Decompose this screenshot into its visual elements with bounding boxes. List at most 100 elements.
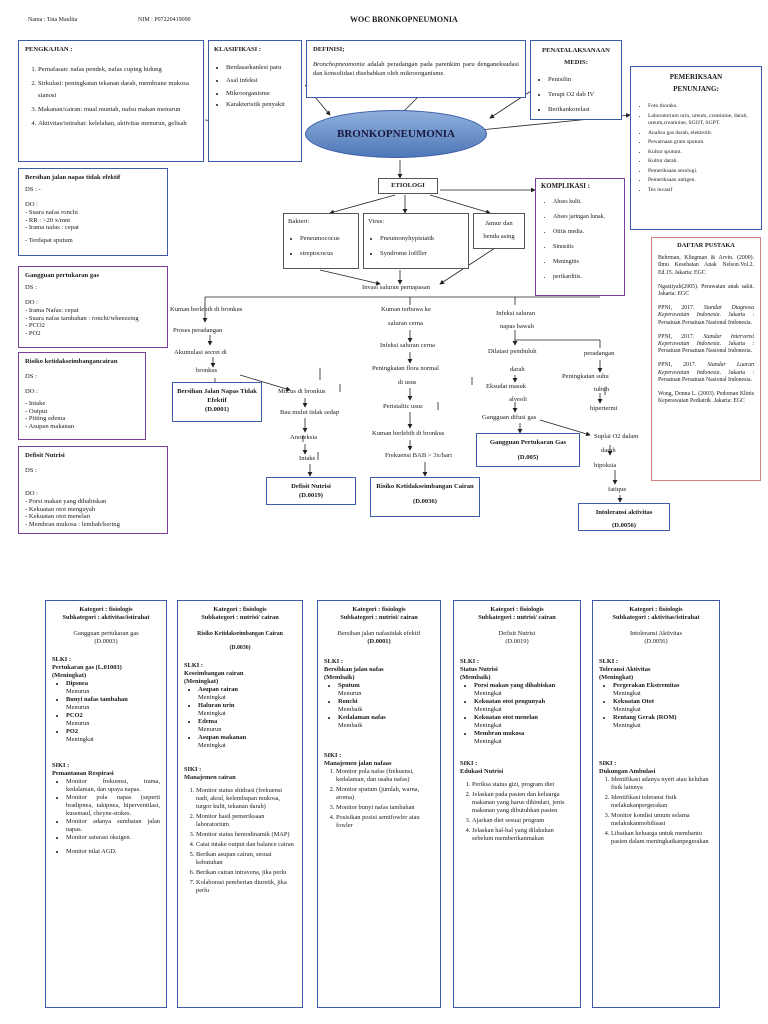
- klasifikasi-item: Asal infeksi: [226, 75, 296, 86]
- flow-step: Frekuensi BAB > 3x/hari: [385, 452, 452, 459]
- do-item: Kekuatan otot menguyah: [25, 506, 161, 514]
- bakteri-box: Bakteri: Peneumococus streptococus: [283, 213, 359, 269]
- pengkajian-item: Sirkulasi: peningkatan tekanan darah, me…: [38, 78, 197, 102]
- slki-title: SLKI :: [52, 656, 72, 663]
- plan-diagnosis: Bersihan jalan nafastidak efektif(D.0001…: [324, 630, 434, 646]
- ds-box-title: Gangguan pertukaran gas: [25, 272, 100, 279]
- ds-label: DS :: [25, 284, 37, 291]
- student-name: Nama : Tata Maulita: [28, 17, 78, 23]
- flow-step: Kuman berlebih di bronkus: [372, 430, 445, 437]
- reference-item: PPNI, 2017. Standar Luaran Keperawatan I…: [658, 362, 754, 384]
- klasifikasi-item: Karakteristik penyakit: [226, 101, 296, 109]
- slki-name: Pertukaran gas (L.01003): [52, 664, 122, 671]
- bakteri-list: Peneumococus streptococus: [288, 232, 354, 260]
- pengkajian-item: Pernafasan: nafas pendek, nafas cuping h…: [38, 64, 197, 76]
- ref-title: Standar Diagnosa Keperawatan Indonesia: [658, 305, 754, 319]
- flow-step: Suplai O2 dalam: [594, 433, 639, 440]
- siki-name: Manajemen jalan nafaas: [324, 760, 392, 767]
- plan-column: Kategori : fisiologis Subkategori : akti…: [592, 600, 720, 1008]
- do-list: Irama Nafas: cepat Suara nafas tambahan …: [25, 307, 161, 337]
- siki-item: Monitor pola nafas (frekuensi, kedalaman…: [336, 768, 434, 784]
- flow-step: peradangan: [584, 350, 615, 357]
- siki-item: Catat intake output dan balance cairan: [196, 841, 296, 849]
- flow-step: di usus: [398, 379, 417, 386]
- do-item: Irama Nafas: cepat: [25, 307, 161, 315]
- slki-key: Pergerakan Ekstremitas: [613, 682, 680, 689]
- siki-name: Dukungan Ambulasi: [599, 768, 656, 775]
- student-nim: NIM : P07220419090: [138, 17, 191, 23]
- plan-kategori: Kategori : fisiologis: [490, 606, 544, 613]
- diagnosis-name: Risiko Ketidakseimbangan Cairan: [376, 483, 474, 490]
- siki-item: Monitor nilai AGD.: [66, 848, 160, 856]
- slki-value: Meningkat: [198, 694, 226, 701]
- virus-title: Virus:: [368, 218, 385, 225]
- siki-item: Monitor frekuensi, irama, kedalaman, dan…: [66, 778, 160, 794]
- diagnosis-name: Defisit Nutrisi: [291, 483, 331, 490]
- do-item: Asupan makanan: [25, 423, 139, 431]
- pengkajian-title: PENGKAJIAN :: [25, 46, 73, 53]
- reference-item: PPNI, 2017. Standar Diagnosa Keperawatan…: [658, 305, 754, 327]
- flow-step: Peristaltic usus: [383, 403, 423, 410]
- slki-value: Membaik: [338, 706, 363, 713]
- slki-title: SLKI :: [324, 658, 344, 665]
- do-item: Membran mukosa : lembab/kering: [25, 521, 161, 529]
- klasifikasi-box: KLASIFIKASI : Berdasarkanlesi paru Asal …: [208, 40, 302, 162]
- do-label: DO :: [25, 201, 39, 208]
- slki-key: Dipsnea: [66, 680, 89, 687]
- slki-sub: (Meningkat): [184, 678, 219, 685]
- pemeriksaan-item: Pemeriksaan antigen.: [648, 177, 756, 185]
- do-item: Suara nafas tambahan : ronchi/wheezeing: [25, 315, 161, 323]
- flow-step: Eksudat masuk: [486, 383, 527, 390]
- siki-name: Edukasi Nutrisi: [460, 768, 504, 775]
- plan-subkategori: Subkategori : nutrisi/ cairan: [201, 614, 279, 621]
- ref-text: . Jakarta : Persatuan Persatuan Nasional…: [658, 369, 754, 383]
- pengkajian-list: Pernafasan: nafas pendek, nafas cuping h…: [25, 64, 197, 130]
- slki-name: Bersihkan jalan nafas: [324, 666, 384, 673]
- slki-value: Menurun: [198, 726, 222, 733]
- flow-step: Bau mulut tidak sedap: [280, 409, 340, 416]
- reference-item: Behrman, Kliegman & Arvin. (2000). Ilmu …: [658, 255, 754, 277]
- siki-item: Identifikasi adanya nyeri atau keluhan f…: [611, 776, 713, 792]
- ref-text: . Jakarta : Persatuan Persatuan Nasional…: [658, 312, 754, 326]
- flow-step: Mucus di bronkus: [278, 388, 326, 395]
- flow-step: saluran cerna: [388, 320, 423, 327]
- slki-key: Edema: [198, 718, 218, 725]
- pemeriksaan-item: Kultur darah.: [648, 158, 756, 166]
- do-item: Porsi makan yang dihabiskan: [25, 498, 161, 506]
- daftar-pustaka-box: DAFTAR PUSTAKA Behrman, Kliegman & Arvin…: [651, 237, 761, 481]
- pemeriksaan-item: Laboratorium urin, ureum, creatinine, da…: [648, 113, 756, 128]
- slki-value: Meningkat: [474, 706, 502, 713]
- siki-title: SIKI :: [184, 766, 202, 773]
- do-item: RR : >20 x/mnt: [25, 217, 161, 225]
- virus-list: Pneumonyhypistatik Syndrome loffller: [368, 232, 464, 260]
- siki-item: Identifikasi toleransi fisik melakukanpe…: [611, 794, 713, 810]
- slki-value: Menurun: [66, 704, 90, 711]
- klasifikasi-list: Berdasarkanlesi paru Asal infeksi Mikroo…: [214, 62, 296, 109]
- plan-column: Kategori : fisiologis Subkategori : akti…: [45, 600, 167, 1008]
- slki-value: Menurun: [66, 720, 90, 727]
- do-label: DO :: [25, 490, 39, 497]
- flow-step: darah: [601, 447, 616, 454]
- siki-item: Monitor status shidrasi (frekuensi nadi,…: [196, 787, 296, 811]
- do-item: Kekuatan otot menelan: [25, 513, 161, 521]
- siki-item: Libatkan keluarga untuk membantu pasien …: [611, 830, 713, 846]
- diagnosis-code: (D.0001): [205, 406, 229, 413]
- plan-diag-name: Bersihan jalan nafastidak efektif: [337, 630, 421, 637]
- ds-label: DS : -: [25, 186, 41, 193]
- slki-sub: (Membaik): [324, 674, 355, 681]
- siki-item: Posisikan posisi semifowler atau fowler: [336, 814, 434, 830]
- slki-name: Toleransi Aktivitas: [599, 666, 651, 673]
- flow-step: napas bawah: [500, 323, 534, 330]
- plan-kategori: Kategori : fisiologis: [79, 606, 133, 613]
- plan-kategori: Kategori : fisiologis: [213, 606, 267, 613]
- plan-subkategori: Subkategori : nutrisi/ cairan: [340, 614, 418, 621]
- siki-title: SIKI :: [599, 760, 617, 767]
- flow-step: Kuman terbawa ke: [381, 306, 431, 313]
